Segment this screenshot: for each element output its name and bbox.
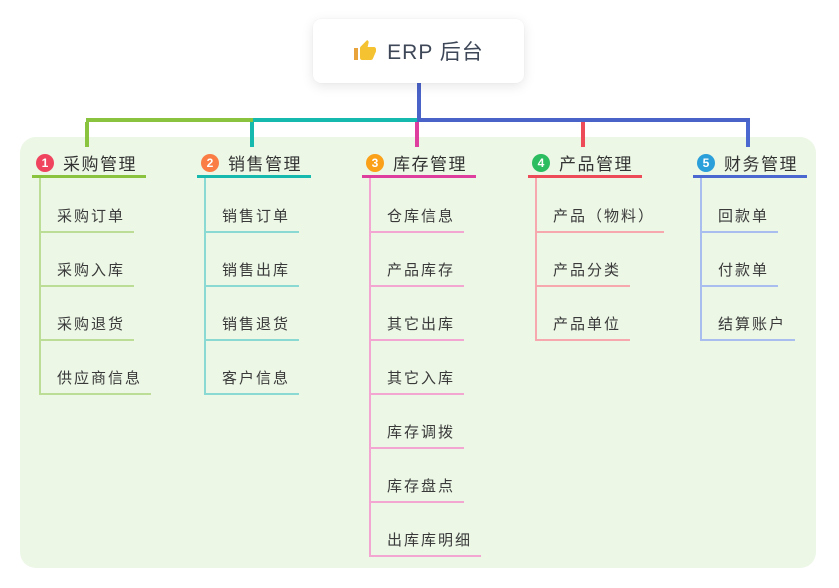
child-node[interactable]: 采购订单 [39,207,135,233]
branch-label: 采购管理 [63,155,137,174]
child-label: 回款单 [718,208,770,225]
connector-segment-green [86,118,253,122]
branch-drop-line [250,122,254,147]
child-label: 库存盘点 [387,478,456,495]
child-label: 结算账户 [718,316,787,333]
branch-number-badge: 3 [366,153,384,172]
branch-drop-line [746,122,750,147]
branch-underline [693,175,807,178]
connector-segment-blue [417,118,750,122]
children-rail-line [700,178,702,341]
branch-header[interactable]: 2 销售管理 [201,150,302,175]
branch-underline [362,175,476,178]
child-label: 客户信息 [222,370,291,387]
branch-5: 5 财务管理回款单付款单结算账户 [693,0,839,588]
branch-2: 2 销售管理销售订单销售出库销售退货客户信息 [197,0,367,588]
branch-number-badge: 2 [201,153,219,172]
child-node[interactable]: 销售订单 [204,207,300,233]
child-label: 其它出库 [387,316,456,333]
child-label: 销售退货 [222,316,291,333]
child-label: 采购退货 [57,316,126,333]
child-label: 供应商信息 [57,370,143,387]
child-label: 产品库存 [387,262,456,279]
branch-drop-line [415,122,419,147]
branch-header[interactable]: 5 财务管理 [697,150,798,175]
children-rail-line [369,178,371,557]
branch-label: 库存管理 [393,155,467,174]
child-node[interactable]: 采购退货 [39,315,135,341]
child-label: 出库库明细 [387,532,473,549]
branch-3: 3 库存管理仓库信息产品库存其它出库其它入库库存调拨库存盘点出库库明细 [362,0,532,588]
child-node[interactable]: 产品库存 [369,261,465,287]
child-node[interactable]: 仓库信息 [369,207,465,233]
child-node[interactable]: 产品单位 [535,315,631,341]
child-node[interactable]: 其它入库 [369,369,465,395]
child-label: 销售出库 [222,262,291,279]
root-node[interactable]: ERP 后台 [313,19,524,83]
child-node[interactable]: 供应商信息 [39,369,152,395]
child-node[interactable]: 客户信息 [204,369,300,395]
branch-label: 财务管理 [724,155,798,174]
child-label: 销售订单 [222,208,291,225]
child-node[interactable]: 库存盘点 [369,477,465,503]
child-label: 采购入库 [57,262,126,279]
child-node[interactable]: 库存调拨 [369,423,465,449]
branch-number-badge: 1 [36,153,54,172]
child-label: 仓库信息 [387,208,456,225]
branch-number-badge: 4 [532,153,550,172]
branch-drop-line [581,122,585,147]
mindmap-background-panel [20,137,816,568]
branch-underline [528,175,642,178]
child-node[interactable]: 出库库明细 [369,531,482,557]
branch-header[interactable]: 3 库存管理 [366,150,467,175]
child-label: 产品分类 [553,262,622,279]
branch-label: 产品管理 [559,155,633,174]
root-connector-vertical [417,82,421,122]
child-label: 其它入库 [387,370,456,387]
branch-underline [197,175,311,178]
child-node[interactable]: 付款单 [700,261,779,287]
root-title: ERP 后台 [387,41,484,64]
child-label: 库存调拨 [387,424,456,441]
connector-segment-teal [253,118,417,122]
child-node[interactable]: 回款单 [700,207,779,233]
branch-number-badge: 5 [697,153,715,172]
child-label: 付款单 [718,262,770,279]
branch-header[interactable]: 1 采购管理 [36,150,137,175]
child-node[interactable]: 销售退货 [204,315,300,341]
branch-1: 1 采购管理采购订单采购入库采购退货供应商信息 [32,0,202,588]
child-node[interactable]: 采购入库 [39,261,135,287]
thumbs-up-icon [353,39,377,63]
child-node[interactable]: 销售出库 [204,261,300,287]
child-node[interactable]: 产品分类 [535,261,631,287]
branch-underline [32,175,146,178]
branch-header[interactable]: 4 产品管理 [532,150,633,175]
child-label: 采购订单 [57,208,126,225]
child-label: 产品（物料） [553,208,656,225]
child-label: 产品单位 [553,316,622,333]
child-node[interactable]: 结算账户 [700,315,796,341]
branch-4: 4 产品管理产品（物料） 产品分类产品单位 [528,0,698,588]
branch-label: 销售管理 [228,155,302,174]
children-rail-line [535,178,537,341]
child-node[interactable]: 产品（物料） [535,207,665,233]
branch-drop-line [85,122,89,147]
child-node[interactable]: 其它出库 [369,315,465,341]
